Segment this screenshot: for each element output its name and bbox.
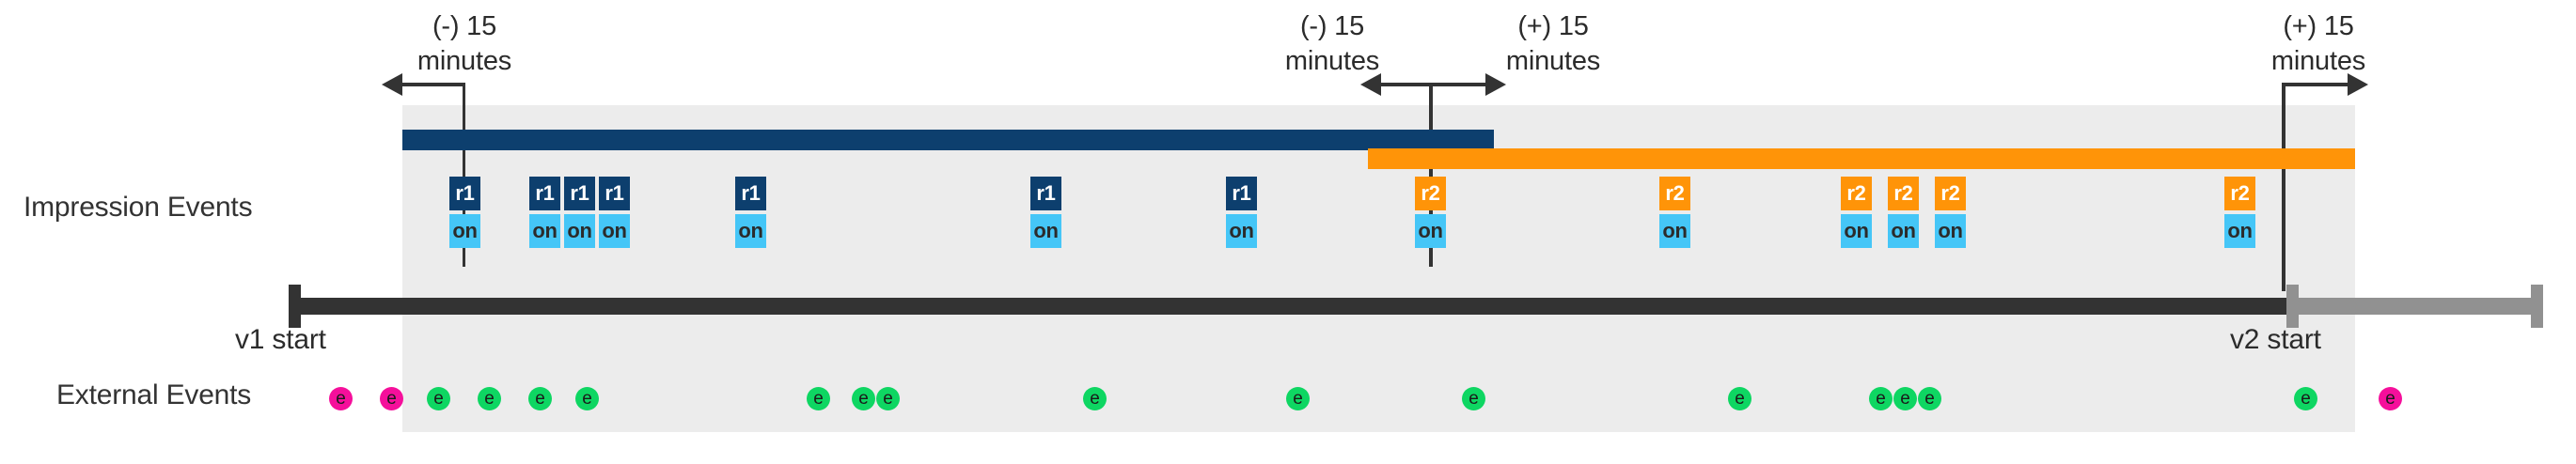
callout-v2-end-plus-line1: (+) 15 xyxy=(2283,11,2354,41)
external-event-dot-green: e xyxy=(852,387,875,410)
impression-marker-on: on xyxy=(1226,214,1257,248)
callout-v2-end-arrow-shaft xyxy=(2284,83,2348,86)
impression-marker-on: on xyxy=(1841,214,1872,248)
external-event-dot-green: e xyxy=(876,387,900,410)
impression-marker-r1: r1 xyxy=(1030,177,1061,210)
impression-marker-on: on xyxy=(1415,214,1446,248)
callout-v1-minus-15-minutes: (-) 15 minutes xyxy=(370,9,558,79)
external-event-dot-green: e xyxy=(1462,387,1485,410)
v2-window-arrowhead-right-icon xyxy=(1485,73,1506,96)
callout-v1-minus-arrowhead-icon xyxy=(382,73,402,96)
impression-marker-r2: r2 xyxy=(1415,177,1446,210)
external-event-dot-green: e xyxy=(1083,387,1107,410)
callout-v2-minus-15-minutes: (-) 15 minutes xyxy=(1238,9,1426,79)
external-event-dot-green: e xyxy=(1869,387,1893,410)
callout-v2-end-arrowhead-icon xyxy=(2348,73,2368,96)
v2-window-arrowhead-left-icon xyxy=(1360,73,1381,96)
impression-marker-on: on xyxy=(1935,214,1966,248)
external-event-dot-green: e xyxy=(2294,387,2317,410)
impression-marker-on: on xyxy=(564,214,595,248)
v2-version-bar xyxy=(1368,148,2355,169)
callout-v2-plus-line1: (+) 15 xyxy=(1517,11,1589,41)
impression-marker-r1: r1 xyxy=(735,177,766,210)
v1-start-label: v1 start xyxy=(235,324,326,355)
v2-start-leader-line xyxy=(1429,83,1433,267)
callout-v1-minus-line1: (-) 15 xyxy=(432,11,497,41)
timeline-end-cap xyxy=(2531,285,2543,328)
external-events-row-label: External Events xyxy=(56,379,252,410)
impression-marker-r2: r2 xyxy=(1659,177,1690,210)
impression-marker-r2: r2 xyxy=(1888,177,1919,210)
callout-v2-plus-line2: minutes xyxy=(1505,46,1601,76)
active-timeline-segment xyxy=(289,298,2286,315)
impression-marker-r1: r1 xyxy=(1226,177,1257,210)
impression-marker-r1: r1 xyxy=(564,177,595,210)
callout-v1-minus-leader-line xyxy=(463,83,465,267)
external-event-dot-green: e xyxy=(807,387,830,410)
impression-marker-on: on xyxy=(735,214,766,248)
impression-marker-on: on xyxy=(599,214,630,248)
external-event-dot-pink: e xyxy=(2379,387,2402,410)
callout-v2-end-leader-line xyxy=(2282,83,2285,291)
impression-marker-on: on xyxy=(529,214,560,248)
external-event-dot-green: e xyxy=(478,387,501,410)
inactive-timeline-segment xyxy=(2286,298,2531,315)
impression-marker-on: on xyxy=(1888,214,1919,248)
external-event-dot-pink: e xyxy=(329,387,353,410)
callout-v2-minus-line1: (-) 15 xyxy=(1299,11,1365,41)
external-event-dot-green: e xyxy=(1918,387,1941,410)
impression-marker-on: on xyxy=(1030,214,1061,248)
impression-marker-r1: r1 xyxy=(449,177,480,210)
callout-v2-end-plus-15-minutes: (+) 15 minutes xyxy=(2224,9,2412,79)
callout-v2-end-plus-line2: minutes xyxy=(2270,46,2366,76)
external-event-dot-green: e xyxy=(528,387,552,410)
callout-v1-minus-line2: minutes xyxy=(416,46,512,76)
external-event-dot-green: e xyxy=(575,387,599,410)
external-event-dot-pink: e xyxy=(380,387,403,410)
impression-marker-on: on xyxy=(1659,214,1690,248)
callout-v2-minus-line2: minutes xyxy=(1284,46,1380,76)
impression-marker-r1: r1 xyxy=(599,177,630,210)
impression-marker-r2: r2 xyxy=(1841,177,1872,210)
v2-start-label: v2 start xyxy=(2230,324,2321,355)
external-event-dot-green: e xyxy=(1728,387,1751,410)
impression-marker-r2: r2 xyxy=(2224,177,2255,210)
v2-window-arrow-shaft xyxy=(1378,83,1485,86)
external-event-dot-green: e xyxy=(1286,387,1310,410)
external-event-dot-green: e xyxy=(1893,387,1917,410)
impression-marker-r2: r2 xyxy=(1935,177,1966,210)
external-event-dot-green: e xyxy=(427,387,450,410)
impression-marker-on: on xyxy=(449,214,480,248)
callout-v2-plus-15-minutes: (+) 15 minutes xyxy=(1459,9,1647,79)
callout-v1-minus-arrow-shaft xyxy=(400,83,463,86)
v1-version-bar xyxy=(402,130,1494,150)
impression-marker-on: on xyxy=(2224,214,2255,248)
impression-events-row-label: Impression Events xyxy=(24,192,253,223)
impression-marker-r1: r1 xyxy=(529,177,560,210)
